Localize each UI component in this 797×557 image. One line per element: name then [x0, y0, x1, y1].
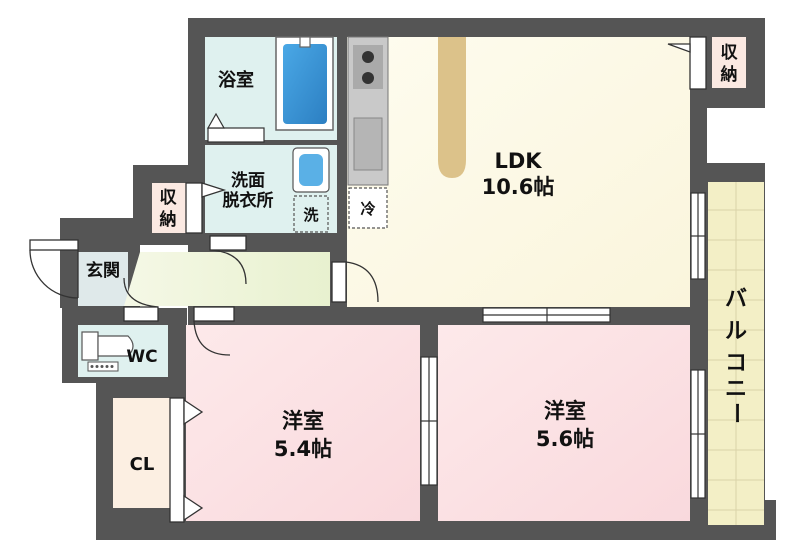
corridor [124, 252, 330, 306]
closet-label: CL [130, 454, 155, 475]
storage-left [152, 183, 186, 233]
western2-label: 洋室 [544, 399, 586, 423]
wash-basin-icon [292, 147, 330, 193]
bath-door [206, 112, 265, 143]
washroom-label-2: 脱衣所 [223, 190, 274, 211]
balcony-grid [708, 182, 764, 525]
exterior-notch [707, 108, 777, 163]
bathtub-icon [275, 36, 334, 131]
balcony-char: ニ [725, 377, 747, 402]
washer-label: 洗 [303, 206, 318, 224]
windows-sliding [420, 192, 706, 499]
closet-room [113, 398, 173, 508]
stove-burner-icon [362, 51, 374, 63]
washer-spot [293, 195, 329, 233]
balcony-char: ー [723, 402, 748, 424]
fridge-label: 冷 [360, 200, 375, 218]
entrance-area [78, 252, 128, 306]
storage-left-label-1: 収 [160, 188, 178, 208]
fridge-spot [348, 187, 388, 229]
kitchen-counter [347, 36, 389, 186]
doors [29, 36, 707, 523]
washroom-label: 洗面 [231, 170, 265, 191]
western1-size-label: 5.4帖 [274, 437, 332, 461]
western2-size-label: 5.6帖 [536, 427, 594, 451]
balcony-char: ル [725, 319, 747, 344]
counter-bar [438, 37, 466, 178]
storage-right [712, 37, 746, 88]
storage-left-label-2: 納 [160, 209, 177, 230]
balcony-char: バ [725, 287, 747, 312]
balcony-label: バ ル コ ニ ー [723, 287, 748, 424]
storage-right-label-2: 納 [721, 64, 738, 85]
toilet-icon [81, 331, 134, 372]
ldk-size-label: 10.6帖 [482, 175, 555, 199]
storage-right-label-1: 収 [721, 43, 739, 63]
bath-label: 浴室 [218, 69, 254, 91]
western-room-2 [438, 325, 690, 521]
western1-label: 洋室 [282, 409, 324, 433]
wc-label: WC [126, 347, 157, 367]
balcony-char: コ [725, 351, 747, 376]
stove-burner-icon [362, 72, 374, 84]
western-room-1 [186, 325, 420, 521]
sink-icon [353, 117, 383, 171]
entrance-label: 玄関 [86, 260, 120, 281]
ldk-room [347, 37, 690, 307]
ldk-label: LDK [494, 149, 542, 173]
